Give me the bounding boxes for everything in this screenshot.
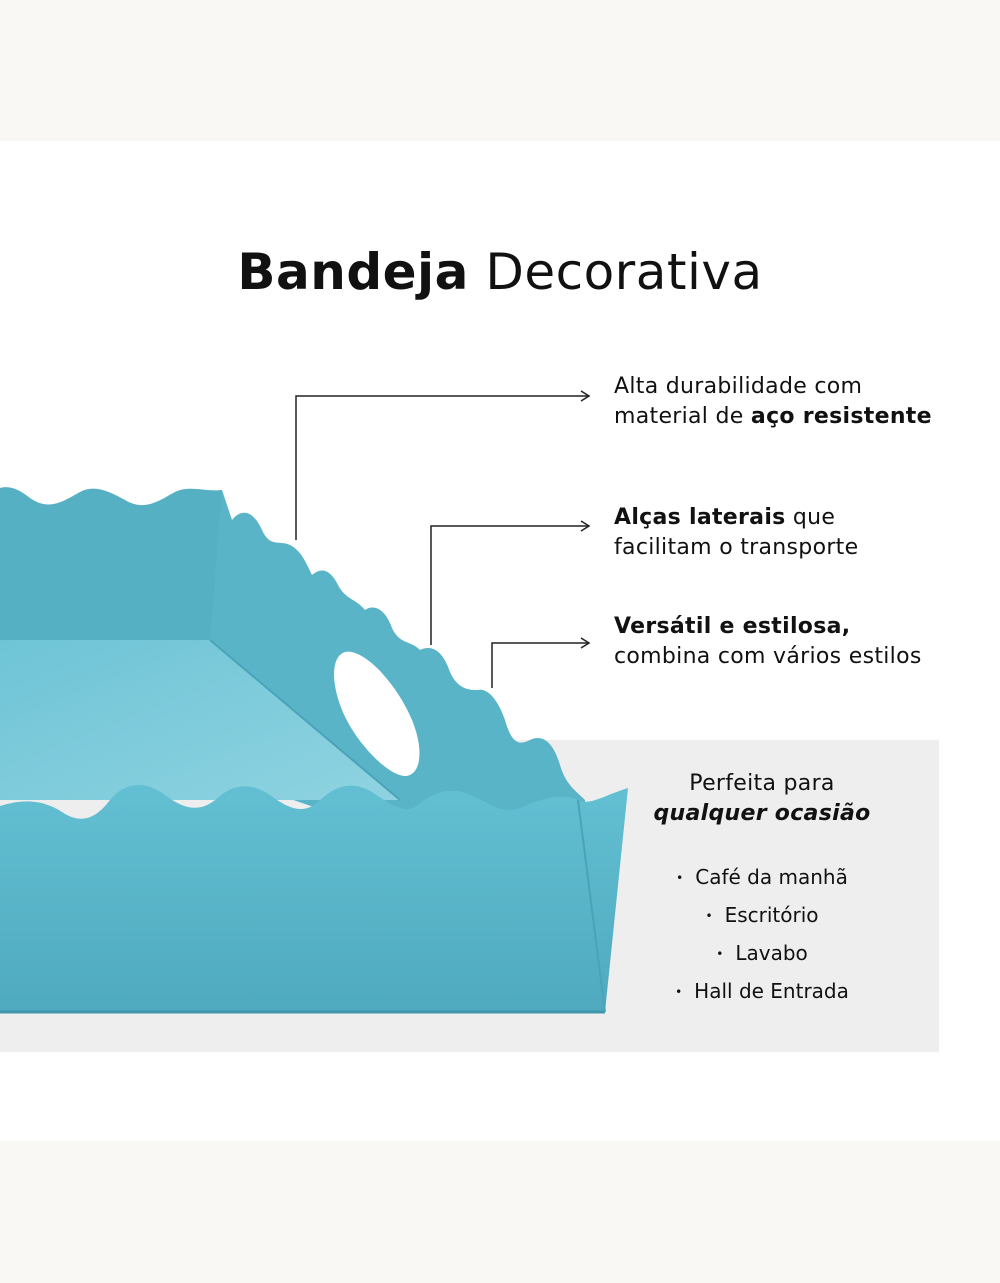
title-regular: Decorativa [485,243,763,301]
callout-handles: Alças laterais que facilitam o transport… [614,505,859,560]
list-item: Café da manhã [612,859,912,897]
title-bold: Bandeja [237,243,469,301]
callout-leader-1 [295,390,591,540]
callout-versatile: Versátil e estilosa, combina com vários … [614,614,922,669]
callout-durability: Alta durabilidade com material de aço re… [614,374,932,429]
list-item: Hall de Entrada [612,973,912,1011]
handle-hole [334,651,420,776]
tray-front-wall [0,784,628,1012]
callout-leader-2 [430,520,591,645]
page-title: Bandeja Decorativa [0,242,1000,302]
list-item: Escritório [612,897,912,935]
uses-list: Café da manhã Escritório Lavabo Hall de … [612,859,912,1011]
tray-floor [0,640,400,800]
list-item: Lavabo [612,935,912,973]
callout-leader-3 [491,637,591,688]
tray-back-wall [0,487,235,660]
uses-heading: Perfeita para qualquer ocasião [653,771,871,826]
